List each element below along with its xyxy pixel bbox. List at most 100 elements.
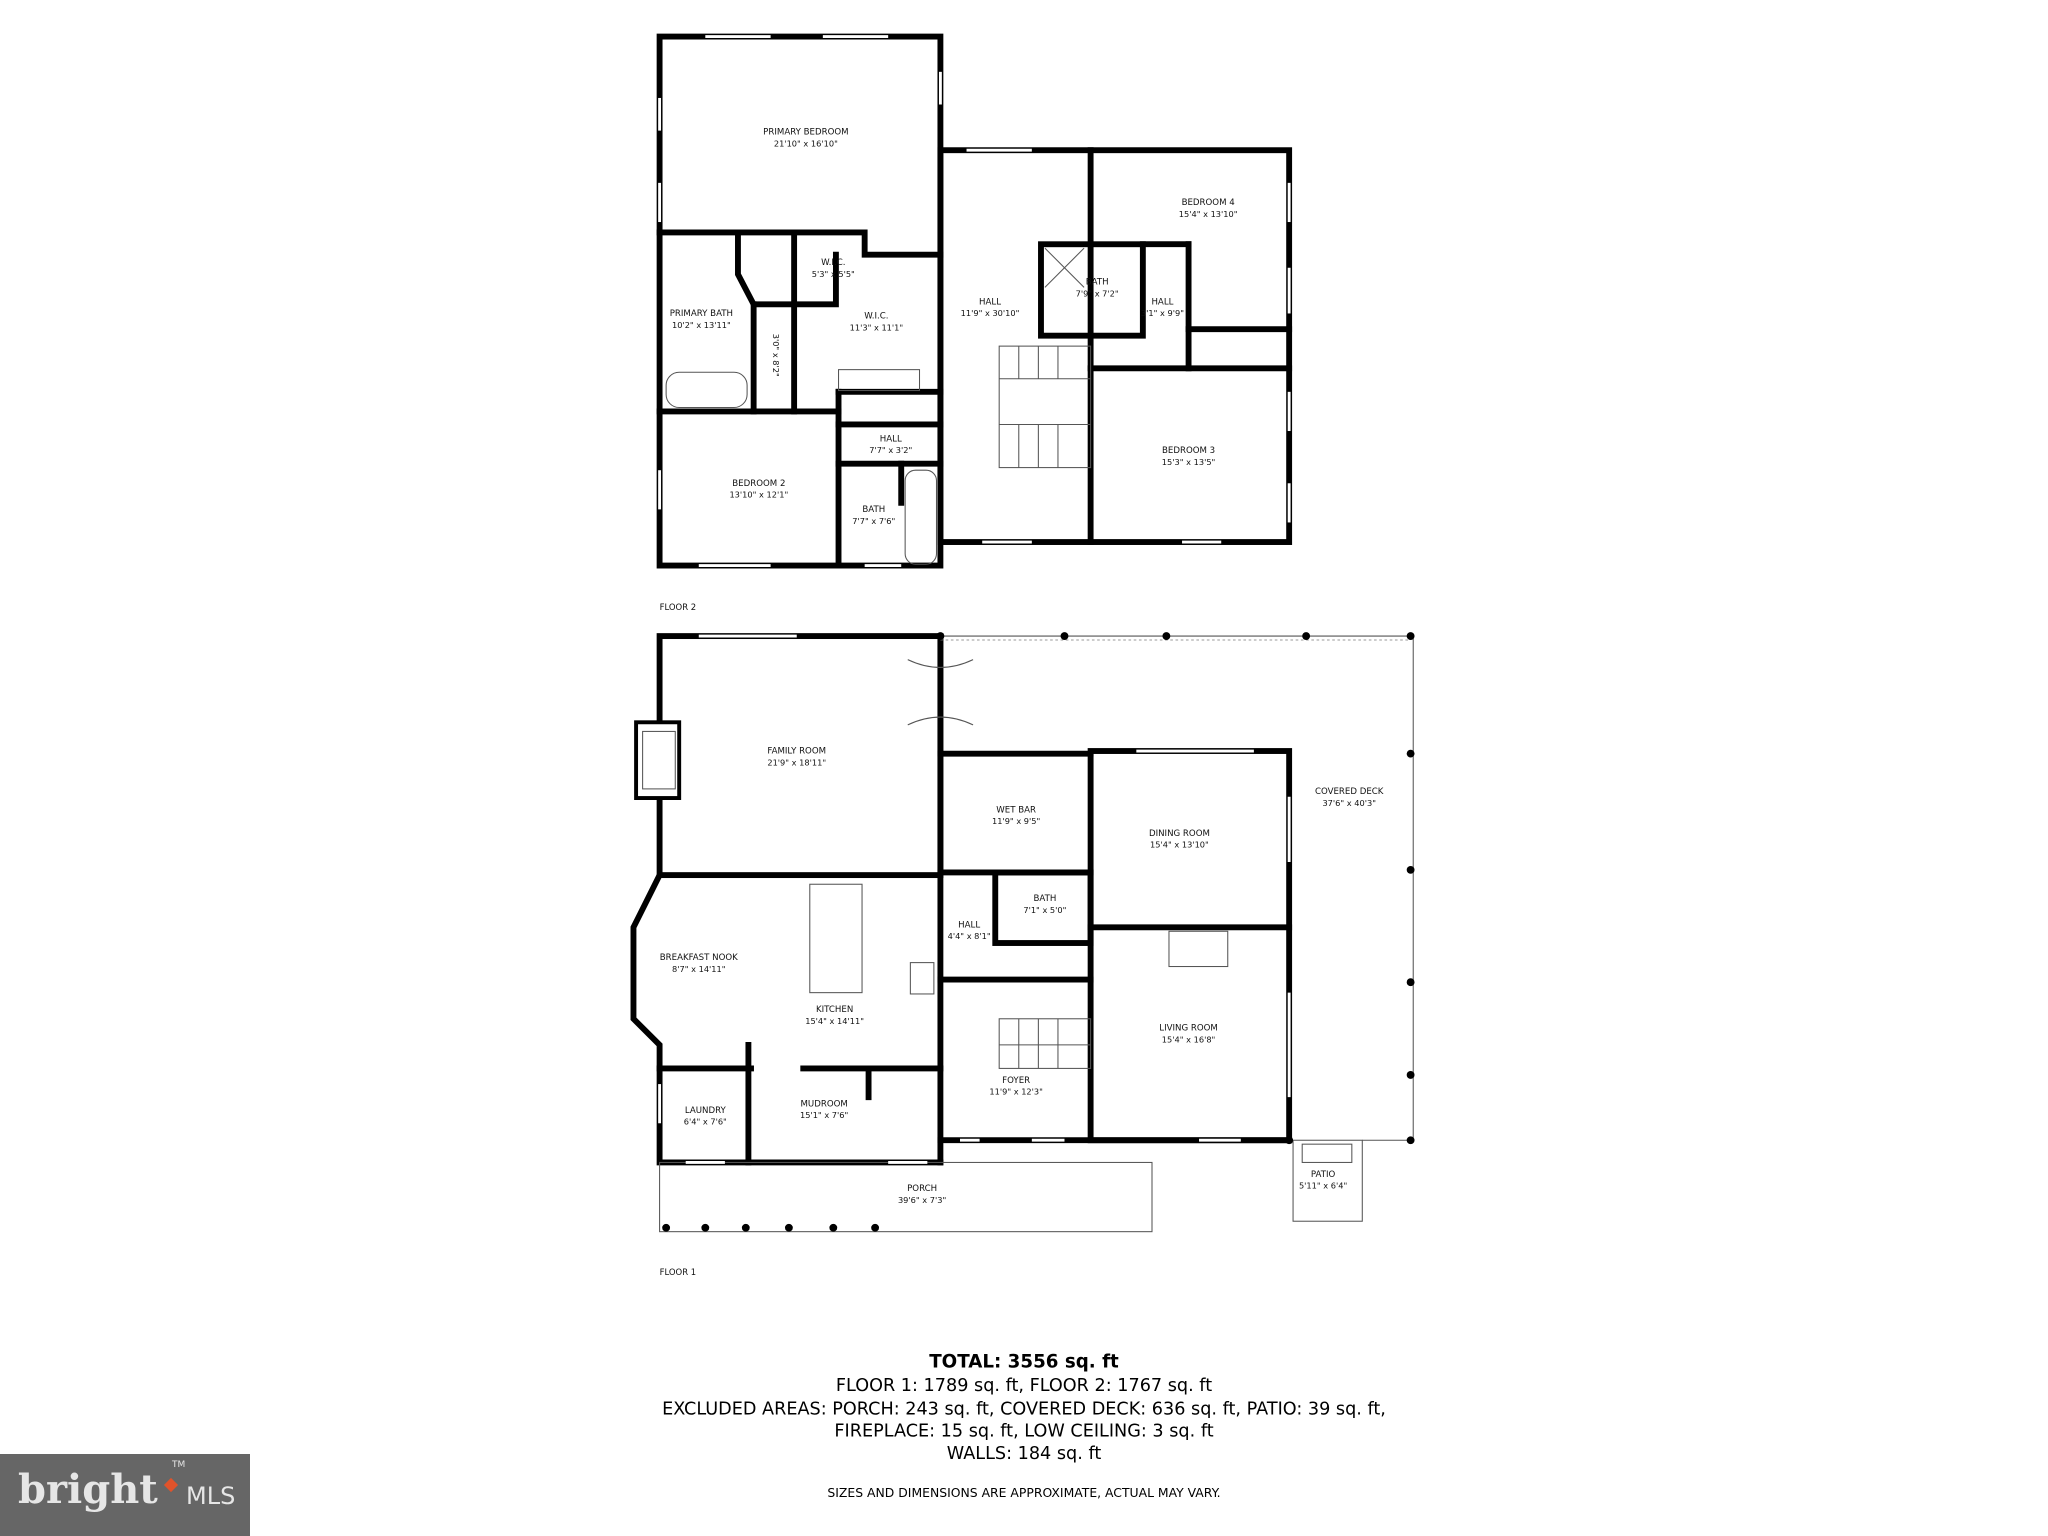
room-name: PATIO — [1311, 1170, 1336, 1180]
room-dimensions: 11'9" x 30'10" — [961, 308, 1020, 318]
room-dimensions: 39'6" x 7'3" — [898, 1195, 946, 1205]
room-dimensions: 11'9" x 9'5" — [992, 816, 1040, 826]
post-icon — [1285, 1136, 1294, 1145]
floor-areas: FLOOR 1: 1789 sq. ft, FLOOR 2: 1767 sq. … — [836, 1376, 1212, 1396]
room-name: BEDROOM 3 — [1162, 446, 1215, 456]
room-label: BEDROOM 315'3" x 13'5" — [1162, 446, 1216, 467]
room-dimensions: 15'4" x 13'10" — [1179, 209, 1238, 219]
post-icon — [741, 1223, 750, 1232]
post-icon — [1162, 632, 1171, 640]
post-icon — [1406, 865, 1415, 874]
room-name: HALL — [880, 434, 902, 444]
room-name: MUDROOM — [800, 1099, 847, 1109]
room-name: BREAKFAST NOOK — [660, 953, 738, 963]
post-icon — [1406, 632, 1415, 640]
room-name: BATH — [862, 505, 885, 515]
post-icon — [936, 632, 945, 640]
room-dimensions: 21'9" x 18'11" — [767, 757, 826, 767]
logo-trademark: TM — [172, 1460, 186, 1470]
room-label: W.I.C.5'3" x 5'5" — [812, 258, 855, 279]
room-name: PRIMARY BEDROOM — [763, 128, 848, 138]
total-area: TOTAL: 3556 sq. ft — [929, 1352, 1119, 1373]
logo-brand: bright — [18, 1466, 158, 1513]
room-dimensions: 3'1" x 9'9" — [1141, 308, 1184, 318]
room-name: BEDROOM 2 — [732, 479, 785, 489]
room-name: KITCHEN — [816, 1005, 853, 1015]
floor1-walls — [630, 633, 1414, 1233]
room-dimensions: 5'3" x 5'5" — [812, 269, 855, 279]
room-dimensions: 37'6" x 40'3" — [1322, 798, 1376, 808]
room-dimensions: 13'10" x 12'1" — [729, 490, 788, 500]
room-dimensions: 10'2" x 13'11" — [672, 320, 731, 330]
room-dimensions: 7'7" x 7'6" — [852, 516, 895, 526]
room-dimensions: 4'4" x 8'1" — [948, 931, 991, 941]
room-name: WET BAR — [996, 805, 1036, 815]
room-name: PORCH — [907, 1184, 937, 1194]
area-summary: TOTAL: 3556 sq. ft FLOOR 1: 1789 sq. ft,… — [662, 1352, 1386, 1500]
room-name: BEDROOM 4 — [1182, 198, 1235, 208]
room-name: FAMILY ROOM — [767, 747, 826, 757]
disclaimer: SIZES AND DIMENSIONS ARE APPROXIMATE, AC… — [827, 1485, 1220, 1500]
room-name: HALL — [958, 920, 980, 930]
room-dimensions: 15'1" x 7'6" — [800, 1110, 848, 1120]
room-dimensions: 8'7" x 14'11" — [672, 964, 726, 974]
room-name: BATH — [1033, 894, 1056, 904]
post-icon — [662, 1223, 671, 1232]
room-name: LAUNDRY — [685, 1106, 727, 1116]
logo-suffix: MLS — [186, 1482, 236, 1510]
room-name: HALL — [979, 297, 1001, 307]
room-dimensions: 15'4" x 14'11" — [805, 1016, 864, 1026]
room-dimensions: 15'4" x 16'8" — [1162, 1034, 1216, 1044]
room-name: COVERED DECK — [1315, 787, 1384, 797]
room-label: BEDROOM 415'4" x 13'10" — [1179, 198, 1238, 219]
post-icon — [829, 1223, 838, 1232]
room-label: BEDROOM 213'10" x 12'1" — [729, 479, 788, 500]
room-dimensions: 5'11" x 6'4" — [1299, 1181, 1347, 1191]
room-dimensions: 15'3" x 13'5" — [1162, 457, 1216, 467]
room-dimensions: 21'10" x 16'10" — [774, 138, 838, 148]
room-dimensions: 11'9" x 12'3" — [989, 1087, 1043, 1097]
post-icon — [1302, 632, 1311, 640]
room-label: W.I.C.11'3" x 11'1" — [850, 312, 904, 333]
room-dimensions: 7'9" x 7'2" — [1076, 288, 1119, 298]
walls-area: WALLS: 184 sq. ft — [947, 1444, 1102, 1464]
room-name: W.I.C. — [864, 312, 888, 322]
room-dimensions: 6'4" x 7'6" — [684, 1117, 727, 1127]
post-icon — [784, 1223, 793, 1232]
room-name: LIVING ROOM — [1159, 1024, 1218, 1034]
post-icon — [1406, 749, 1415, 758]
floor2-walls — [656, 33, 1293, 569]
room-dimensions: 7'7" x 3'2" — [869, 445, 912, 455]
room-dimensions: 11'3" x 11'1" — [850, 322, 904, 332]
room-dimensions: 7'1" x 5'0" — [1023, 905, 1066, 915]
post-icon — [1406, 1136, 1415, 1145]
post-icon — [1406, 1071, 1415, 1079]
deck-porch-posts — [662, 632, 1415, 1232]
floor-1-label: FLOOR 1 — [660, 1267, 697, 1277]
post-icon — [1060, 632, 1069, 640]
post-icon — [1406, 978, 1415, 987]
room-dimensions: 15'4" x 13'10" — [1150, 840, 1209, 850]
excluded-areas-line-1: EXCLUDED AREAS: PORCH: 243 sq. ft, COVER… — [662, 1400, 1386, 1420]
logo-star-icon — [163, 1477, 179, 1493]
post-icon — [871, 1223, 880, 1232]
